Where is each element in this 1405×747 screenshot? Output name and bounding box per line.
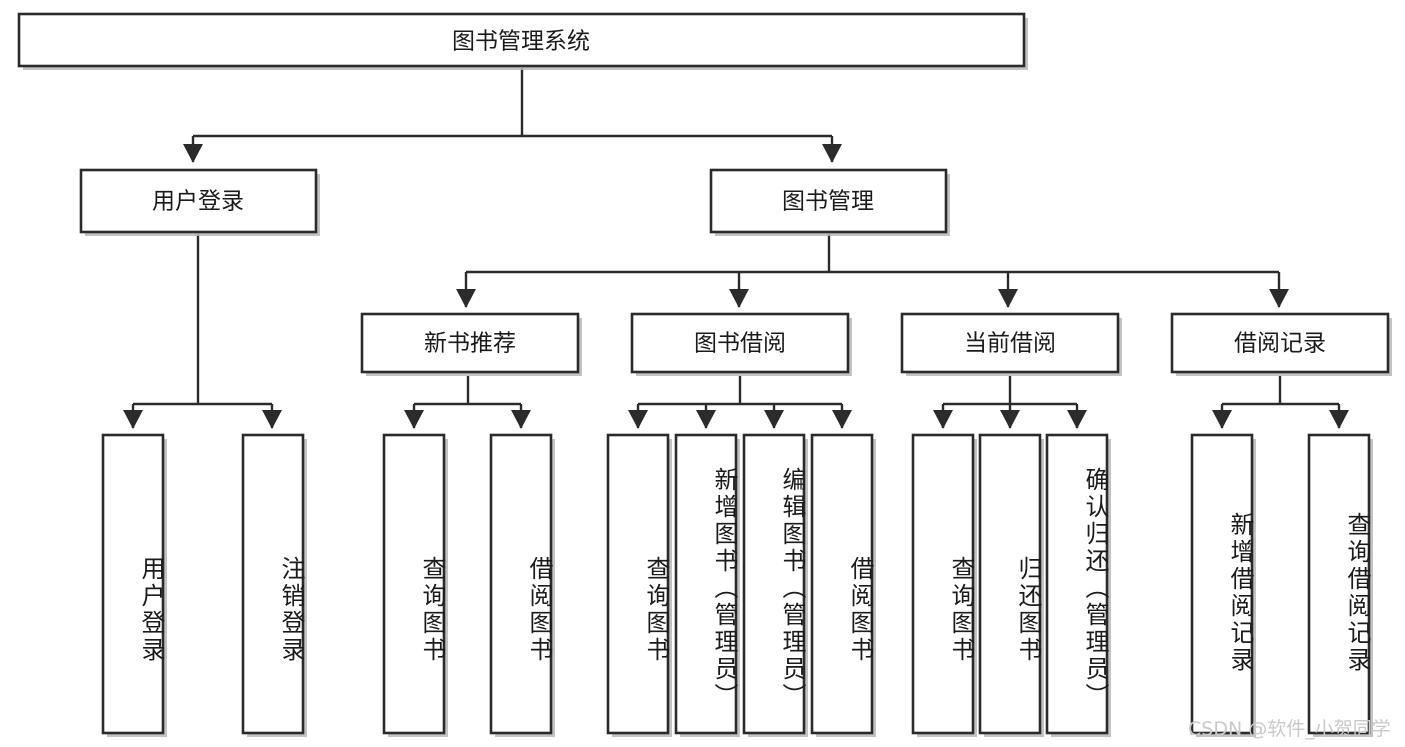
connector-book-mgmt-to-level3 [455,234,1290,308]
leaf-node-book-borrow-4[interactable] [810,433,876,737]
node-current-borrow[interactable]: 当前借阅 [900,312,1122,376]
node-book-management[interactable]: 图书管理 [709,168,950,236]
leaf-node-new-book-1[interactable] [382,433,448,737]
node-borrow-record-label: 借阅记录 [1234,331,1326,357]
watermark-text: CSDN @软件_小贺同学 [1188,718,1391,740]
node-current-borrow-label: 当前借阅 [964,331,1056,357]
leaf-node-current-borrow-1[interactable] [911,433,977,737]
connector-new-book-to-leaves [403,376,532,429]
connector-current-borrow-to-leaves [932,376,1088,429]
node-root-label: 图书管理系统 [452,29,590,55]
leaf-node-book-borrow-3[interactable] [742,433,808,737]
leaf-node-current-borrow-3[interactable] [1045,433,1111,737]
node-root[interactable]: 图书管理系统 [17,12,1028,70]
node-book-borrow-label: 图书借阅 [694,331,786,357]
connector-borrow-record-to-leaves [1211,376,1350,429]
connector-user-login-to-leaves [122,234,283,429]
leaf-node-book-borrow-1[interactable] [606,433,672,737]
node-book-management-label: 图书管理 [782,189,874,215]
node-user-login[interactable]: 用户登录 [79,168,320,236]
node-user-login-label: 用户登录 [152,189,244,215]
leaf-node-user-login-1[interactable] [101,433,167,737]
node-book-borrow[interactable]: 图书借阅 [630,312,852,376]
node-new-book-recommend-label: 新书推荐 [424,331,516,357]
connector-book-borrow-to-leaves [627,376,853,429]
leaf-node-borrow-record-2[interactable] [1307,433,1373,737]
leaf-node-book-borrow-2[interactable] [674,433,740,737]
node-new-book-recommend[interactable]: 新书推荐 [360,312,582,376]
leaf-node-borrow-record-1[interactable] [1190,433,1256,737]
connector-root-to-level2 [182,68,843,163]
leaf-node-new-book-2[interactable] [489,433,555,737]
node-borrow-record[interactable]: 借阅记录 [1170,312,1392,376]
leaf-node-user-login-2[interactable] [241,433,307,737]
leaf-node-current-borrow-2[interactable] [978,433,1044,737]
